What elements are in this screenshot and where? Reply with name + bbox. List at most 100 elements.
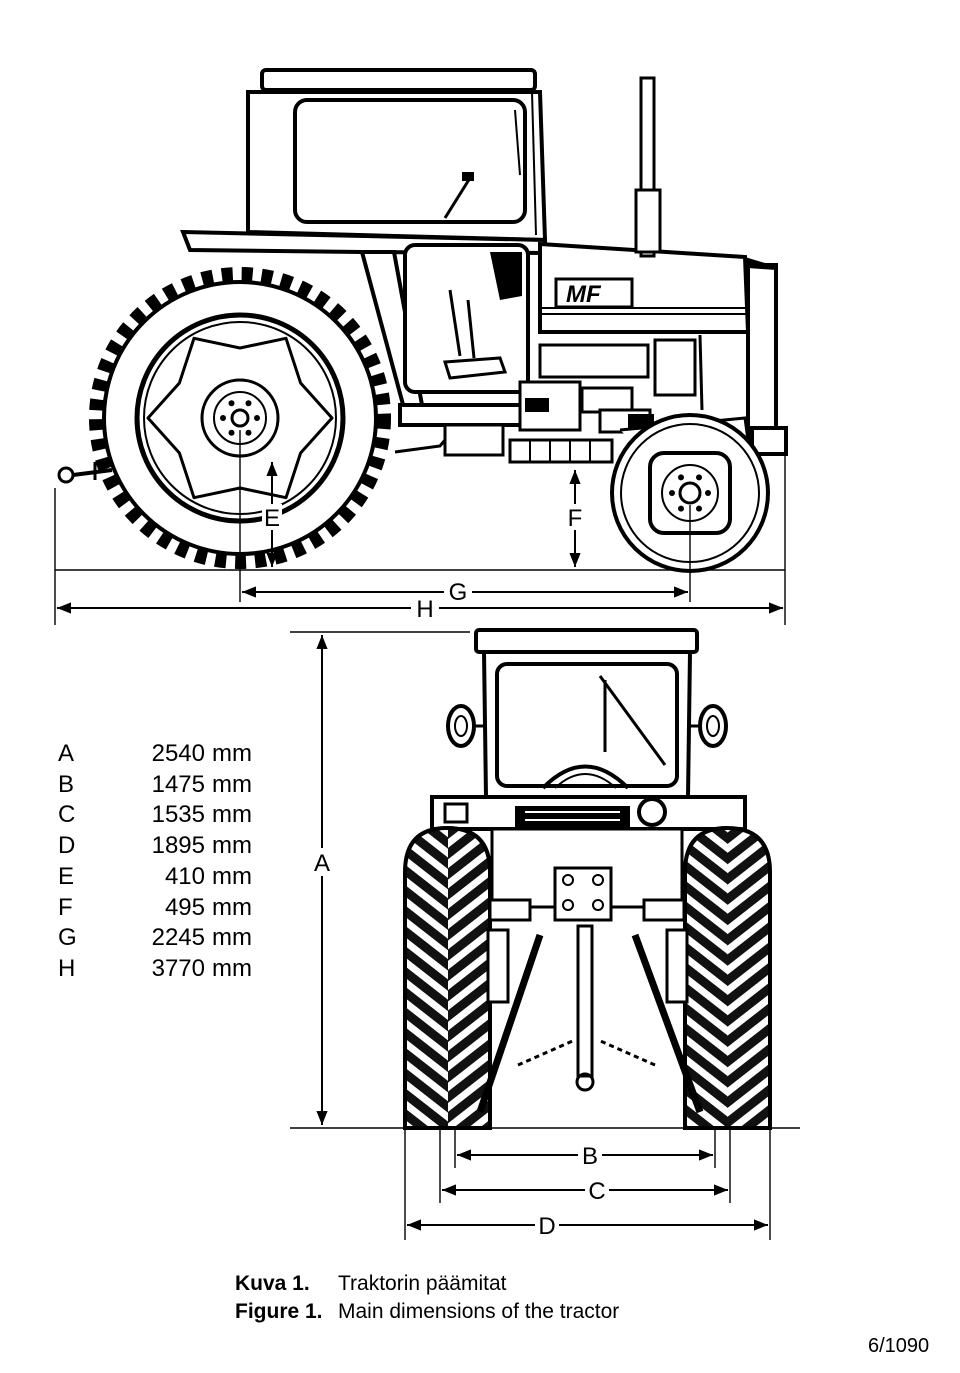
dim-e-label-bg	[262, 504, 282, 530]
engine-component	[525, 398, 549, 412]
top-link	[576, 924, 594, 1078]
legend-letter: A	[58, 740, 74, 767]
legend-letter: D	[58, 832, 75, 859]
rear-reflector	[443, 802, 469, 824]
check-chain-right	[597, 1038, 656, 1067]
dim-g-label-bg	[444, 579, 472, 605]
dim-d-label-bg	[535, 1212, 559, 1238]
rear-steering-wheel	[541, 764, 630, 790]
hood-front-edge	[745, 257, 778, 270]
legend-letter: B	[58, 771, 74, 798]
axle-housing-left	[488, 898, 532, 922]
cab-step	[443, 423, 505, 457]
dim-a-label-bg	[311, 848, 333, 876]
legend-value: 495	[165, 894, 205, 921]
engine-component	[580, 386, 634, 414]
lift-cylinder-right	[665, 928, 689, 1004]
legend-value: 1895	[152, 832, 205, 859]
legend-value: 2540	[152, 740, 205, 767]
legend-letter: G	[58, 924, 77, 951]
legend-unit: mm	[212, 801, 252, 828]
cab-floor	[398, 403, 534, 427]
axle-housing-right	[642, 898, 686, 922]
rear-tire-right	[683, 825, 772, 1130]
legend-unit: mm	[212, 771, 252, 798]
cab-pillar	[531, 91, 537, 236]
lift-cylinder-left	[486, 928, 510, 1004]
dim-b-label-bg	[578, 1142, 602, 1168]
cab-upper-window	[293, 98, 527, 224]
hitch-plate-holes	[562, 874, 604, 911]
front-weight	[750, 426, 788, 456]
check-chain-left	[517, 1038, 576, 1067]
cab-roof	[260, 68, 537, 92]
legend-row-f: F 495 mm	[58, 894, 252, 921]
rear-steering-wheel-inner	[554, 773, 617, 789]
engine-block	[538, 343, 650, 379]
exhaust-pipe	[634, 76, 662, 258]
exhaust-muffler	[634, 188, 662, 254]
seat-base	[443, 356, 508, 380]
sump-ribs	[529, 440, 591, 462]
dim-c-label: C	[588, 1178, 605, 1205]
engine-component	[653, 338, 697, 397]
dim-e-label: E	[264, 505, 280, 532]
rear-cab-roof	[474, 628, 699, 654]
dimension-legend: A 2540 mm B 1475 mm C 1535 mm D 1895 mm …	[58, 740, 252, 982]
oil-sump	[508, 438, 614, 464]
rear-wiper	[598, 675, 667, 766]
page-number: 6/1090	[868, 1335, 929, 1357]
engine-pipe	[698, 334, 704, 411]
caption-en-text: Main dimensions of the tractor	[338, 1300, 619, 1323]
legend-value: 3770	[152, 955, 205, 982]
rear-hub-bolts	[220, 400, 260, 436]
caption-fi-text: Traktorin päämitat	[338, 1272, 507, 1295]
legend-unit: mm	[212, 740, 252, 767]
legend-unit: mm	[212, 863, 252, 890]
dim-h-label: H	[416, 596, 433, 623]
window-frame-detail	[514, 109, 521, 176]
figure-caption: Kuva 1. Traktorin päämitat Figure 1. Mai…	[235, 1272, 619, 1323]
legend-row-h: H 3770 mm	[58, 955, 252, 982]
steering-column	[443, 177, 472, 219]
rear-work-light-right	[690, 704, 728, 748]
legend-letter: C	[58, 801, 75, 828]
legend-value: 2245	[152, 924, 205, 951]
steering-wheel	[462, 172, 474, 181]
legend-row-a: A 2540 mm	[58, 740, 252, 767]
drawbar-eye	[57, 466, 75, 484]
rear-plate	[515, 806, 630, 828]
mf-logo: MF	[566, 281, 602, 308]
rear-view-dimensions: A B C D	[290, 631, 800, 1240]
side-view: MF	[54, 68, 788, 625]
dim-h-label-bg	[411, 595, 439, 621]
front-axle-center	[678, 481, 702, 505]
rear-lamp	[637, 797, 667, 827]
rear-tire-left	[403, 825, 492, 1130]
drawbar	[57, 462, 113, 484]
dim-a-label: A	[314, 850, 330, 877]
caption-fi-label: Kuva 1.	[235, 1272, 310, 1295]
legend-unit: mm	[212, 832, 252, 859]
legend-row-c: C 1535 mm	[58, 801, 252, 828]
rear-cab-window	[495, 662, 679, 788]
legend-letter: F	[58, 894, 73, 921]
control-lever	[448, 289, 462, 357]
dim-c-label-bg	[585, 1177, 609, 1203]
legend-unit: mm	[212, 924, 252, 951]
rear-wheel-disc	[146, 336, 334, 500]
lower-link-right	[631, 933, 704, 1114]
legend-row-d: D 1895 mm	[58, 832, 252, 859]
lower-link-left	[476, 933, 544, 1114]
hitch-hook	[575, 1072, 595, 1092]
hitch-plate	[553, 866, 613, 922]
dim-g-label: G	[449, 579, 468, 606]
dim-d-label: D	[538, 1213, 555, 1240]
mf-logo-plate	[554, 277, 634, 309]
seat-back	[490, 252, 522, 300]
legend-letter: H	[58, 955, 75, 982]
legend-value: 1535	[152, 801, 205, 828]
legend-unit: mm	[212, 894, 252, 921]
side-view-dimensions: E F G H	[54, 430, 786, 625]
